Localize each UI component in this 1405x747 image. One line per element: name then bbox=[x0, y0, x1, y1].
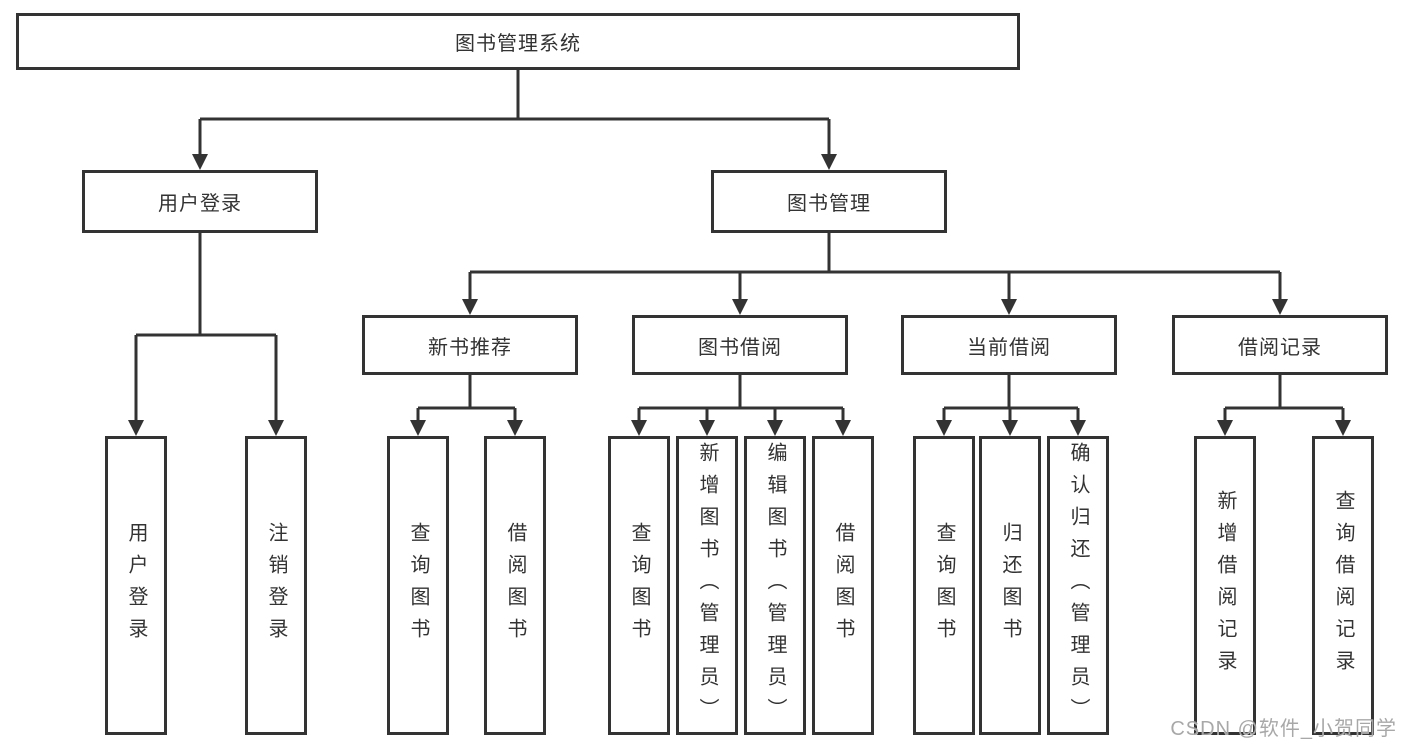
leaf-current-confirm-return-admin: 确认归还（管理员） bbox=[1047, 436, 1109, 735]
node-book-borrow: 图书借阅 bbox=[632, 315, 848, 375]
arrowhead-down-icon bbox=[410, 420, 426, 436]
node-root-label: 图书管理系统 bbox=[455, 33, 581, 55]
arrowhead-down-icon bbox=[1070, 420, 1086, 436]
node-current-borrow-label: 当前借阅 bbox=[967, 336, 1051, 359]
connector-arrowheads bbox=[128, 154, 1351, 436]
arrowhead-down-icon bbox=[128, 420, 144, 436]
leaf-borrow-query-books: 查询图书 bbox=[608, 436, 670, 735]
arrowhead-down-icon bbox=[268, 420, 284, 436]
leaf-borrow-borrow-books: 借阅图书 bbox=[812, 436, 874, 735]
leaf-user-login: 用户登录 bbox=[105, 436, 167, 735]
arrowhead-down-icon bbox=[1002, 420, 1018, 436]
node-borrow-records-label: 借阅记录 bbox=[1238, 336, 1322, 359]
csdn-watermark: CSDN @软件_小贺同学 bbox=[1170, 718, 1397, 740]
arrowhead-down-icon bbox=[631, 420, 647, 436]
node-current-borrow: 当前借阅 bbox=[901, 315, 1117, 375]
node-book-management: 图书管理 bbox=[711, 170, 947, 233]
arrowhead-down-icon bbox=[1335, 420, 1351, 436]
arrowhead-down-icon bbox=[192, 154, 208, 170]
arrowhead-down-icon bbox=[732, 299, 748, 315]
leaf-records-add-record: 新增借阅记录 bbox=[1194, 436, 1256, 735]
leaf-recommend-query-books: 查询图书 bbox=[387, 436, 449, 735]
leaf-current-query-books: 查询图书 bbox=[913, 436, 975, 735]
node-new-book-recommend: 新书推荐 bbox=[362, 315, 578, 375]
leaf-borrow-edit-books-admin: 编辑图书（管理员） bbox=[744, 436, 806, 735]
node-book-management-label: 图书管理 bbox=[787, 193, 871, 215]
arrowhead-down-icon bbox=[835, 420, 851, 436]
node-user-login: 用户登录 bbox=[82, 170, 318, 233]
leaf-current-return-books: 归还图书 bbox=[979, 436, 1041, 735]
leaf-borrow-add-books-admin: 新增图书（管理员） bbox=[676, 436, 738, 735]
node-book-borrow-label: 图书借阅 bbox=[698, 336, 782, 359]
node-borrow-records: 借阅记录 bbox=[1172, 315, 1388, 375]
leaf-recommend-borrow-books: 借阅图书 bbox=[484, 436, 546, 735]
arrowhead-down-icon bbox=[1272, 299, 1288, 315]
arrowhead-down-icon bbox=[936, 420, 952, 436]
node-user-login-label: 用户登录 bbox=[158, 193, 242, 215]
arrowhead-down-icon bbox=[767, 420, 783, 436]
leaf-records-query-record: 查询借阅记录 bbox=[1312, 436, 1374, 735]
arrowhead-down-icon bbox=[699, 420, 715, 436]
leaf-logout: 注销登录 bbox=[245, 436, 307, 735]
arrowhead-down-icon bbox=[1001, 299, 1017, 315]
arrowhead-down-icon bbox=[507, 420, 523, 436]
arrowhead-down-icon bbox=[821, 154, 837, 170]
arrowhead-down-icon bbox=[1217, 420, 1233, 436]
arrowhead-down-icon bbox=[462, 299, 478, 315]
node-root: 图书管理系统 bbox=[16, 13, 1020, 70]
node-new-book-recommend-label: 新书推荐 bbox=[428, 336, 512, 359]
